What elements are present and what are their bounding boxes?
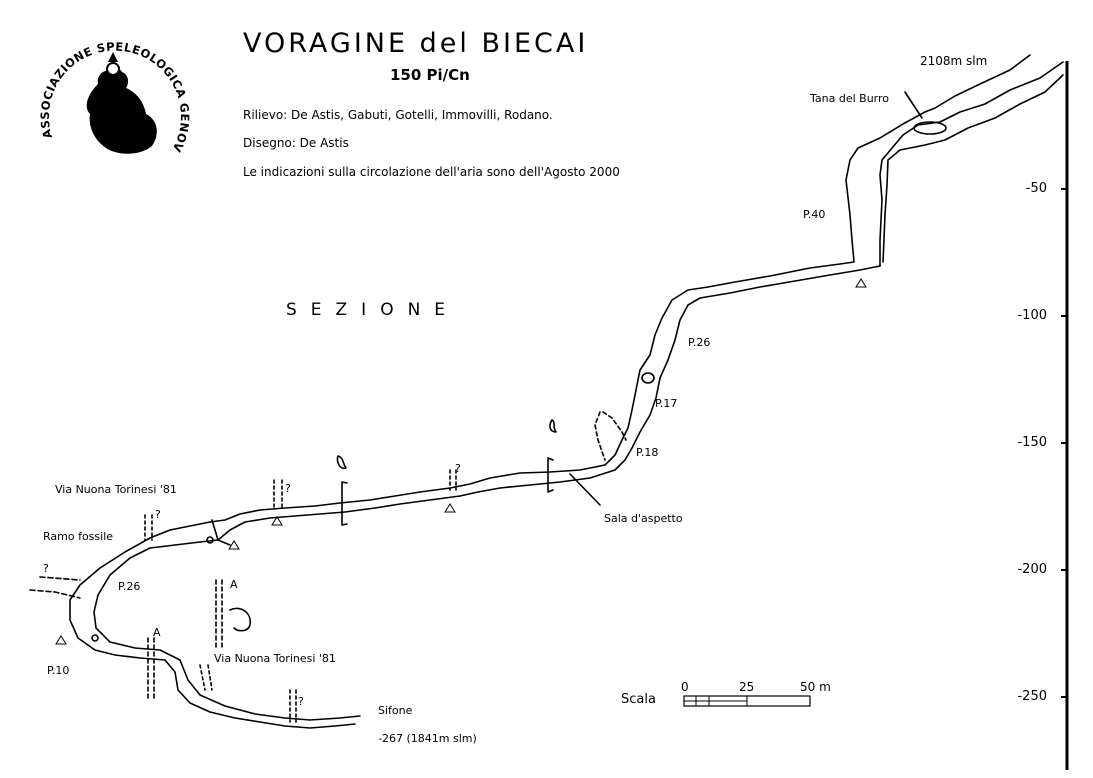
question-mark-label: ? — [155, 508, 161, 521]
section-a-lower-label: A — [153, 626, 161, 639]
depth-tick-100: -100 — [1017, 308, 1047, 323]
depth-tick-50: -50 — [1025, 181, 1047, 196]
section-a-upper-label: A — [230, 578, 238, 591]
sifone-label: Sifone — [378, 704, 413, 717]
survey-credits: Rilievo: De Astis, Gabuti, Gotelli, Immo… — [243, 108, 553, 122]
ramo-fossile-label: Ramo fossile — [43, 530, 114, 543]
p26-upper-label: P.26 — [688, 336, 711, 349]
cave-code: 150 Pi/Cn — [390, 66, 470, 84]
bottom-depth-label: -267 (1841m slm) — [378, 732, 477, 745]
scale-bar-label: Scala — [621, 692, 656, 707]
p26-lower-label: P.26 — [118, 580, 141, 593]
drawing-credits: Disegno: De Astis — [243, 136, 349, 150]
tana-del-burro-label: Tana del Burro — [810, 92, 890, 105]
via-nuova-upper-label: Via Nuona Torinesi '81 — [55, 483, 177, 496]
cave-inner-wall — [217, 265, 881, 541]
p10-label: P.10 — [47, 664, 70, 677]
depth-tick-150: -150 — [1017, 435, 1047, 450]
base-triangle-marker — [855, 278, 867, 288]
cave-lower-wall — [882, 74, 1064, 263]
scale-mark-25: 25 — [739, 680, 755, 694]
via-nuova-lower-label: Via Nuona Torinesi '81 — [214, 652, 336, 665]
scale-mark-0: 0 — [681, 680, 689, 694]
p17-label: P.17 — [655, 397, 678, 410]
page-title: VORAGINE del BIECAI — [243, 28, 589, 59]
cave-outer-wall — [209, 54, 1031, 523]
scale-bar — [683, 695, 811, 707]
lower-cave-outer — [69, 521, 356, 729]
air-circulation-note: Le indicazioni sulla circolazione dell'a… — [243, 165, 620, 179]
depth-tick-250: -250 — [1017, 689, 1047, 704]
scale-mark-50: 50 m — [800, 680, 831, 694]
logo: ASSOCIAZIONE SPELEOLOGICA GENOVESE - SAN… — [36, 22, 191, 155]
lower-cave-inner — [93, 539, 361, 721]
entrance-altitude-label: 2108m slm — [920, 54, 988, 68]
question-mark-label: ? — [43, 562, 49, 575]
depth-axis — [1061, 61, 1069, 770]
question-mark-label: ? — [455, 462, 461, 475]
question-mark-label: ? — [298, 695, 304, 708]
cave-upper-wall — [879, 61, 1064, 267]
depth-tick-200: -200 — [1017, 562, 1047, 577]
section-label: SEZIONE — [286, 300, 460, 320]
sala-aspetto-label: Sala d'aspetto — [604, 512, 683, 525]
p40-label: P.40 — [803, 208, 826, 221]
question-mark-label: ? — [285, 482, 291, 495]
caver-silhouette-icon — [86, 52, 157, 154]
p18-label: P.18 — [636, 446, 659, 459]
